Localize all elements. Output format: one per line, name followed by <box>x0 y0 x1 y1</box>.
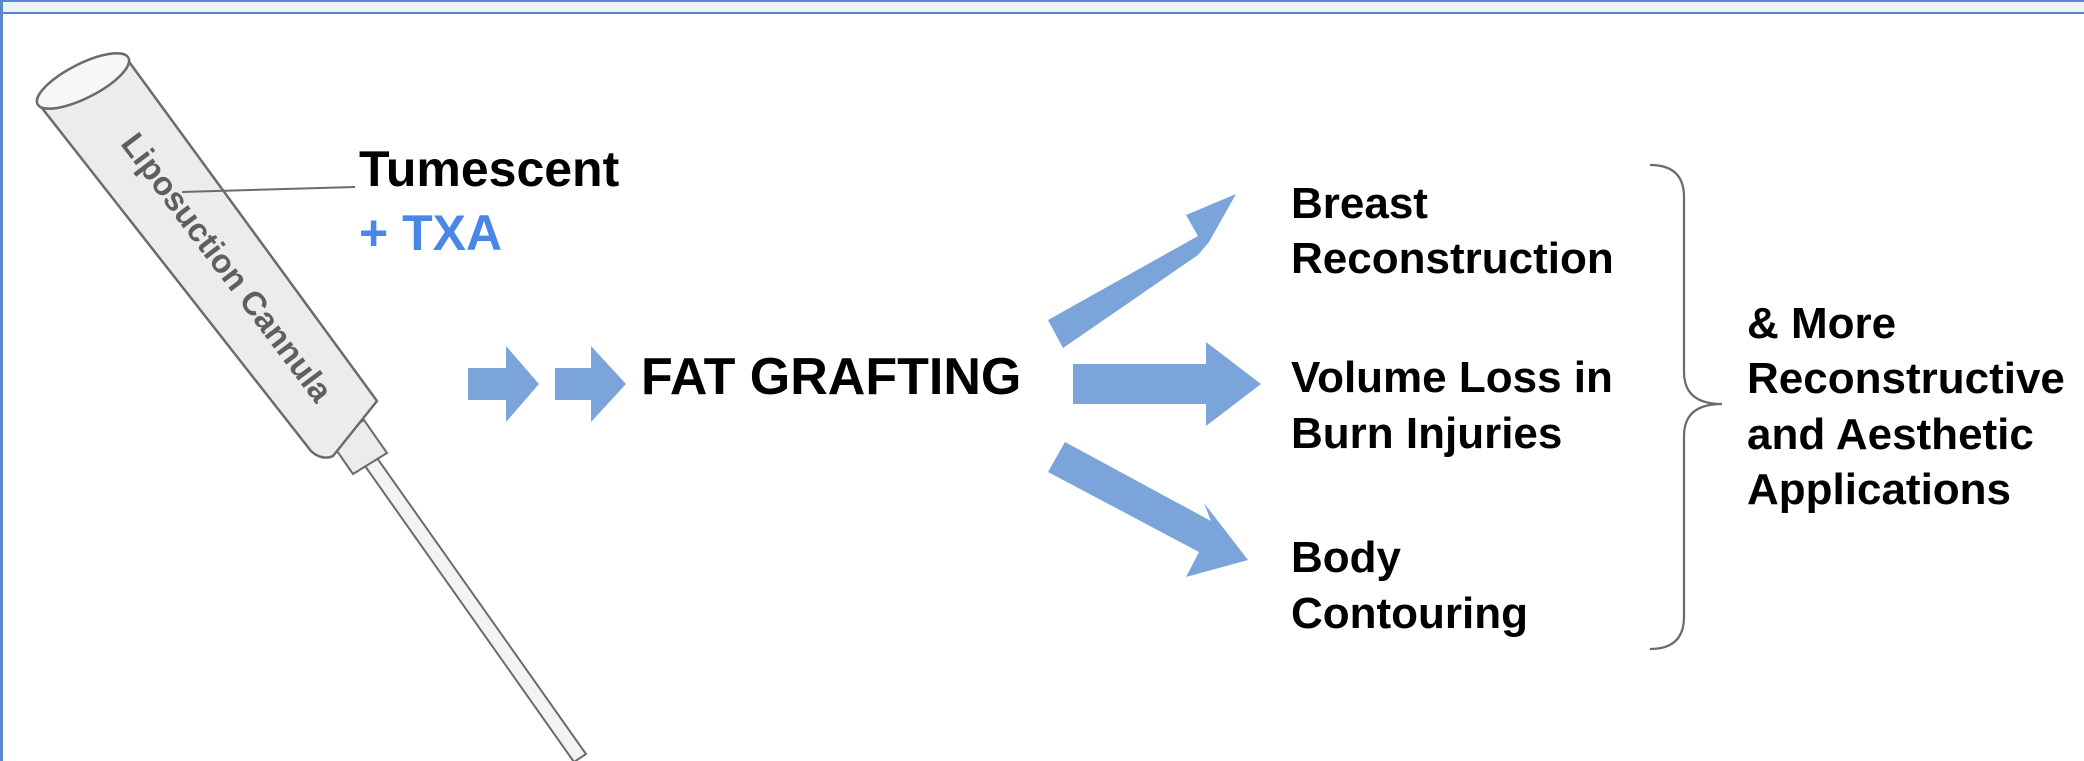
more-applications-line-3: and Aesthetic <box>1747 410 2034 459</box>
grouping-brace <box>1650 165 1722 649</box>
input-arrow-2 <box>555 346 626 422</box>
application-breast-reconstruction-line-2: Reconstruction <box>1291 234 1614 283</box>
application-volume-loss-line-2: Burn Injuries <box>1291 409 1562 458</box>
more-applications-line-1: & More <box>1747 299 1896 348</box>
application-body-contouring-line-1: Body <box>1291 533 1402 582</box>
application-volume-loss-line-1: Volume Loss in <box>1291 353 1613 402</box>
tumescent-label: Tumescent <box>359 141 620 197</box>
application-body-contouring-line-2: Contouring <box>1291 589 1528 638</box>
double-arrow <box>468 346 626 422</box>
cannula-label: Liposuction Cannula <box>114 126 340 409</box>
application-breast-reconstruction-line-1: Breast <box>1291 179 1428 228</box>
branch-arrow-up <box>1048 194 1236 348</box>
txa-label: + TXA <box>359 205 502 261</box>
cannula-rod <box>365 458 586 761</box>
branch-arrow-down <box>1048 442 1248 577</box>
more-applications-line-2: Reconstructive <box>1747 354 2065 403</box>
more-applications-line-4: Applications <box>1747 465 2011 514</box>
branch-arrow-right <box>1073 342 1261 426</box>
input-arrow-1 <box>468 346 539 422</box>
fat-grafting-diagram: Liposuction Cannula Tumescent + TXA FAT … <box>3 2 2084 761</box>
fat-grafting-title: FAT GRAFTING <box>641 348 1021 406</box>
